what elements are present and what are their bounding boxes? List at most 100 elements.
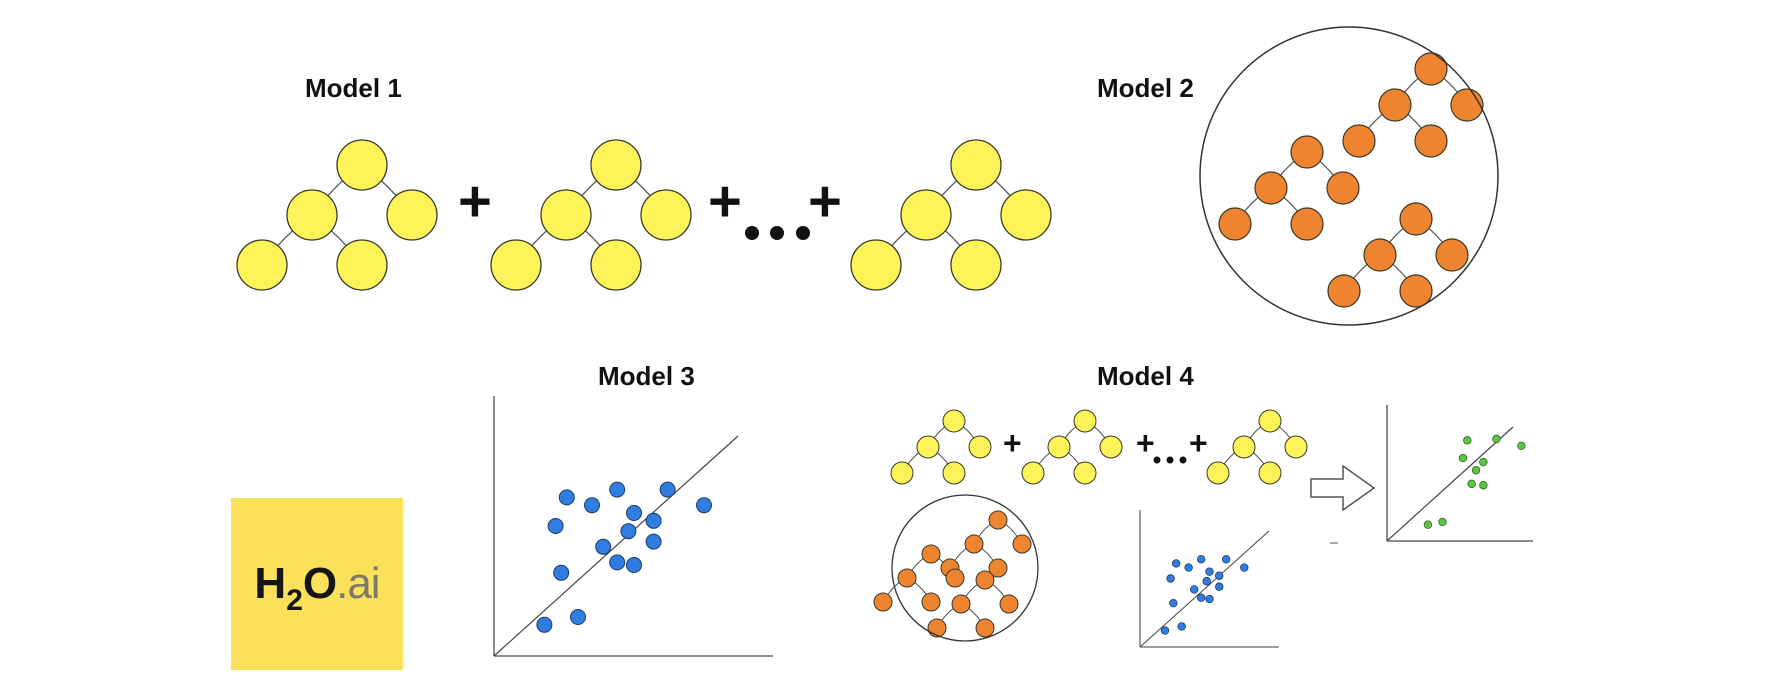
tree-node [951, 594, 971, 614]
tree-node [590, 139, 642, 191]
random-forest-boundary-small [891, 494, 1039, 642]
tree-node [386, 189, 438, 241]
scatter-point [1205, 594, 1214, 604]
plus-operator: + [1136, 425, 1155, 461]
scatter-point [645, 512, 662, 529]
scatter-point [1471, 466, 1481, 475]
tree-node [1326, 171, 1360, 205]
tree-node [336, 139, 388, 191]
model-4-label: Model 4 [1097, 361, 1194, 391]
scatter-point [609, 481, 626, 498]
tree-node [873, 592, 893, 612]
scatter-point [1458, 453, 1468, 463]
tree-node [999, 594, 1019, 614]
tree-node [1254, 171, 1288, 205]
tree-node [850, 239, 902, 291]
scatter-point [1467, 479, 1476, 489]
scatter-point [1177, 622, 1186, 631]
scatter-point [1221, 555, 1231, 564]
tree-node [1435, 238, 1469, 272]
scatter-point [1202, 577, 1211, 586]
fit-line [1139, 530, 1270, 648]
random-forest-boundary [1199, 26, 1499, 326]
tree-node [942, 461, 966, 485]
scatter-point [1169, 598, 1178, 608]
tree-node [927, 618, 947, 638]
tree-node [975, 570, 995, 590]
scatter-point [1196, 593, 1206, 602]
scatter-point [547, 518, 564, 534]
model-1-label: Model 1 [305, 73, 402, 103]
tree-node [1258, 461, 1282, 485]
tree-node [1414, 124, 1448, 158]
ellipsis-icon [745, 226, 810, 240]
scatter-point [645, 533, 662, 550]
scatter-point [696, 497, 712, 514]
plus-operator: + [808, 169, 842, 234]
scatter-point [626, 557, 642, 573]
scatter-point [1479, 457, 1488, 467]
tree-node [964, 534, 984, 554]
tree-node [921, 544, 941, 564]
tree-node [1378, 88, 1412, 122]
tree-node [236, 239, 288, 291]
plus-operator: + [708, 169, 742, 234]
scatter-points [1423, 434, 1526, 529]
model-3-label: Model 3 [598, 361, 695, 391]
arrow-right-icon [1310, 464, 1376, 512]
scatter-point [1171, 559, 1181, 568]
tree-node [1290, 207, 1324, 241]
scatter-point [1190, 585, 1199, 594]
tree-nodes [236, 52, 1484, 638]
scatter-point [1160, 626, 1170, 635]
scatter-point [1215, 571, 1224, 580]
tree-node [1000, 189, 1052, 241]
plus-operator: + [458, 169, 492, 234]
scatter-point [595, 538, 612, 555]
fit-line [1386, 426, 1514, 542]
tree-node [916, 435, 940, 459]
tree-node [945, 568, 965, 588]
scatter-point [659, 481, 676, 498]
scatter-point [609, 554, 626, 571]
scatter-point [1196, 555, 1206, 564]
logo-text: H 2 O .ai [254, 559, 380, 616]
scatter-point [584, 497, 600, 514]
tree-node [1327, 274, 1361, 308]
model-4-regression-plot [1139, 510, 1279, 648]
scatter-point [1463, 436, 1472, 445]
tree-node [950, 239, 1002, 291]
tree-node [1218, 207, 1252, 241]
tree-node [1073, 461, 1097, 485]
model-3-plot [493, 396, 773, 657]
tree-node [1232, 435, 1256, 459]
scatter-point [620, 523, 637, 540]
scatter-point [536, 616, 553, 633]
scatter-point [1492, 434, 1501, 444]
plus-operator: + [1003, 425, 1022, 461]
logo-o: O [302, 559, 337, 608]
scatter-point [626, 505, 642, 521]
tree-edges [261, 68, 1468, 629]
scatter-point [1479, 481, 1488, 490]
scatter-point [1205, 567, 1214, 576]
plus-operator: + [1189, 425, 1208, 461]
tree-node [1450, 88, 1484, 122]
tree-node [1290, 135, 1324, 169]
scatter-point [558, 489, 575, 506]
tree-node [1363, 238, 1397, 272]
tree-node [590, 239, 642, 291]
scatter-points [1160, 555, 1249, 635]
scatter-point [570, 609, 586, 625]
scatter-point [1438, 517, 1447, 527]
tree-node [1342, 124, 1376, 158]
scatter-point [1215, 582, 1224, 591]
scatter-point [553, 564, 570, 581]
scatter-points [536, 481, 712, 633]
tree-node [1399, 202, 1433, 236]
tree-node [1258, 409, 1282, 433]
scatter-point [1184, 563, 1193, 572]
tree-node [975, 618, 995, 638]
model-2-label: Model 2 [1097, 73, 1194, 103]
tree-node [336, 239, 388, 291]
